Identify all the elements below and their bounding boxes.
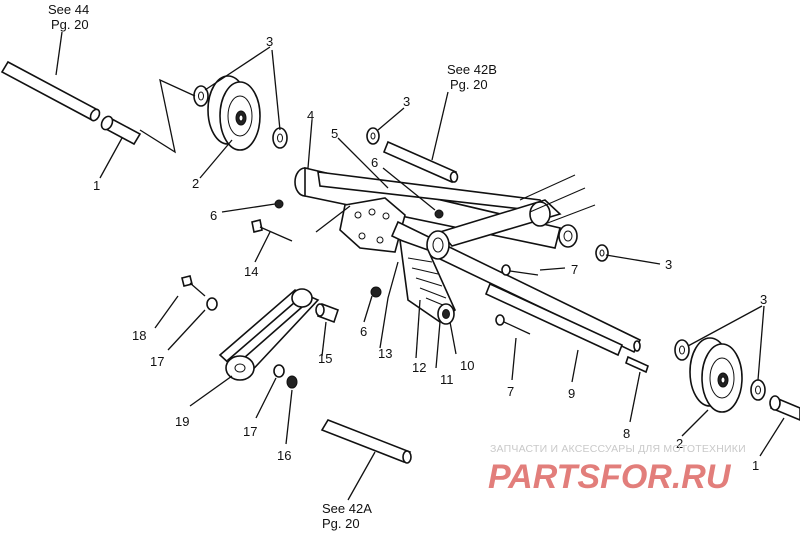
part-3-washer-right-a bbox=[674, 339, 690, 361]
part-1-bushing-left bbox=[100, 115, 142, 146]
ref-see-42b-line2: Pg. 20 bbox=[450, 77, 488, 92]
part-14-bolt bbox=[251, 219, 293, 242]
callout-7-lower: 7 bbox=[507, 384, 514, 399]
part-17-washer-a bbox=[206, 297, 218, 311]
callout-5: 5 bbox=[331, 126, 338, 141]
callout-3-right-small: 3 bbox=[665, 257, 672, 272]
watermark-logo: PARTSFOR.RU bbox=[488, 458, 732, 496]
ref-see-44-line2: Pg. 20 bbox=[51, 17, 89, 32]
part-1-bushing-right bbox=[769, 395, 800, 421]
part-19-link-arm bbox=[218, 288, 320, 381]
callout-4: 4 bbox=[307, 108, 314, 123]
part-5-bracket-plate bbox=[339, 197, 406, 253]
lower-shaft bbox=[320, 419, 412, 464]
callout-17-left: 17 bbox=[150, 354, 164, 369]
ref-see-42a-line2: Pg. 20 bbox=[322, 516, 360, 531]
callout-3-upper: 3 bbox=[403, 94, 410, 109]
callout-9: 9 bbox=[568, 386, 575, 401]
callout-6-upper: 6 bbox=[371, 155, 378, 170]
callout-3-right: 3 bbox=[760, 292, 767, 307]
callout-8: 8 bbox=[623, 426, 630, 441]
callout-13: 13 bbox=[378, 346, 392, 361]
left-shaft bbox=[0, 60, 101, 122]
part-15-bushing bbox=[315, 302, 340, 324]
part-6-nut-c bbox=[370, 286, 382, 298]
callout-10: 10 bbox=[460, 358, 474, 373]
callout-11: 11 bbox=[440, 372, 454, 387]
part-3-washer-right-b bbox=[750, 379, 766, 401]
part-18-bolt bbox=[181, 275, 206, 297]
callout-1-left: 1 bbox=[93, 178, 100, 193]
callout-6-left: 6 bbox=[210, 208, 217, 223]
callout-17-lower: 17 bbox=[243, 424, 257, 439]
part-6-nut-a bbox=[274, 199, 284, 209]
upper-shaft bbox=[382, 140, 459, 184]
part-6-nut-b bbox=[434, 209, 444, 219]
callout-7-upper: 7 bbox=[571, 262, 578, 277]
ref-see-42b-line1: See 42B bbox=[447, 62, 497, 77]
leader-lines bbox=[55, 31, 785, 501]
callout-3-left: 3 bbox=[266, 34, 273, 49]
part-3-washer-left-b bbox=[272, 127, 288, 149]
callout-12: 12 bbox=[412, 360, 426, 375]
part-16-nut bbox=[286, 375, 298, 389]
part-3-washer-right-small bbox=[595, 244, 609, 262]
callout-16: 16 bbox=[277, 448, 291, 463]
callout-2-left: 2 bbox=[192, 176, 199, 191]
part-12-shock-spring bbox=[399, 238, 456, 325]
part-3-washer-left-a bbox=[193, 85, 209, 107]
part-2-idler-wheel-left bbox=[207, 75, 261, 151]
part-17-washer-b bbox=[273, 364, 285, 378]
callout-18: 18 bbox=[132, 328, 146, 343]
ref-see-44-line1: See 44 bbox=[48, 2, 89, 17]
callout-19: 19 bbox=[175, 414, 189, 429]
callout-1-right: 1 bbox=[752, 458, 759, 473]
part-3-washer-upper bbox=[366, 127, 380, 145]
watermark-tagline: ЗАПЧАСТИ И АКСЕССУАРЫ ДЛЯ МОТОТЕХНИКИ bbox=[490, 443, 746, 455]
part-7-bolt-a bbox=[501, 264, 539, 276]
central-pivot-tube bbox=[390, 220, 642, 354]
callout-6-lower: 6 bbox=[360, 324, 367, 339]
part-2-idler-wheel-right bbox=[689, 337, 743, 413]
part-7-bolt-b bbox=[495, 314, 531, 335]
callout-15: 15 bbox=[318, 351, 332, 366]
ref-see-42a-line1: See 42A bbox=[322, 501, 372, 516]
part-9-long-rod bbox=[484, 282, 624, 357]
callout-2-right: 2 bbox=[676, 436, 683, 451]
part-8-pin bbox=[625, 355, 649, 374]
callout-14: 14 bbox=[244, 264, 258, 279]
